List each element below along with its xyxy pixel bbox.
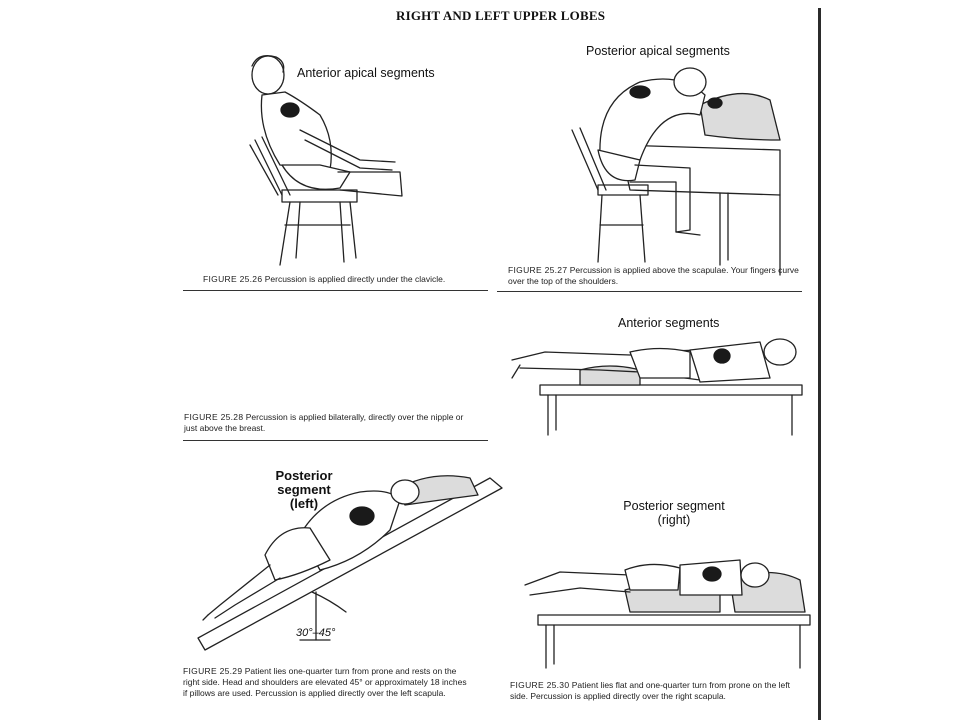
figure-26-caption: FIGURE 25.26 Percussion is applied direc… [203, 274, 488, 285]
figure-29-illustration [197, 475, 503, 651]
figure-27-id: FIGURE 25.27 [508, 265, 568, 275]
divider-top-right [497, 291, 802, 292]
figure-28-label: Anterior segments [618, 316, 720, 330]
figure-28-caption-line1: Percussion is applied bilaterally, direc… [245, 412, 464, 422]
figure-28-id: FIGURE 25.28 [184, 412, 244, 422]
figure-29-id: FIGURE 25.29 [183, 666, 243, 676]
figure-27-illustration [571, 67, 781, 276]
figure-29-label-line1: Posterior segment [275, 468, 333, 497]
divider-top-left [183, 290, 488, 291]
figure-30-id: FIGURE 25.30 [510, 680, 570, 690]
figure-28-caption-line2: just above the breast. [184, 423, 266, 433]
figure-28-illustration [511, 338, 803, 436]
divider-mid-left [183, 440, 488, 441]
figure-30-illustration [524, 559, 811, 669]
figure-29-caption-line1: Patient lies one-quarter turn from prone… [244, 666, 457, 676]
figure-29-label-line2: (left) [289, 496, 319, 511]
figure-26-id: FIGURE 25.26 [203, 274, 263, 284]
figure-29-caption-line3: if pillows are used. Percussion is appli… [183, 688, 446, 698]
page-title: RIGHT AND LEFT UPPER LOBES [396, 8, 606, 23]
figure-30-caption: FIGURE 25.30 Patient lies flat and one-q… [510, 680, 815, 702]
figure-26-caption-text: Percussion is applied directly under the… [264, 274, 446, 284]
figure-30-caption-line1: Patient lies flat and one-quarter turn f… [571, 680, 791, 690]
figure-27-label: Posterior apical segments [586, 44, 730, 58]
figure-27-caption: FIGURE 25.27 Percussion is applied above… [508, 265, 808, 287]
figure-27-caption-line1: Percussion is applied above the scapulae… [569, 265, 799, 275]
figure-28-caption: FIGURE 25.28 Percussion is applied bilat… [184, 412, 484, 434]
figure-30-label: Posterior segment (right) [614, 499, 734, 527]
figure-29-label: Posterior segment (left) [248, 469, 360, 511]
angle-label: 30°–45° [296, 627, 336, 639]
figure-29-caption: FIGURE 25.29 Patient lies one-quarter tu… [183, 666, 493, 699]
figure-26-label: Anterior apical segments [297, 66, 435, 80]
figure-26-illustration [249, 55, 403, 266]
scan-edge [818, 8, 821, 720]
figure-27-caption-line2: over the top of the shoulders. [508, 276, 619, 286]
figure-30-caption-line2: side. Percussion is applied directly ove… [510, 691, 726, 701]
figure-30-label-line2: (right) [657, 513, 691, 527]
figure-29-caption-line2: right side. Head and shoulders are eleva… [183, 677, 467, 687]
figure-30-label-line1: Posterior segment [623, 499, 725, 513]
